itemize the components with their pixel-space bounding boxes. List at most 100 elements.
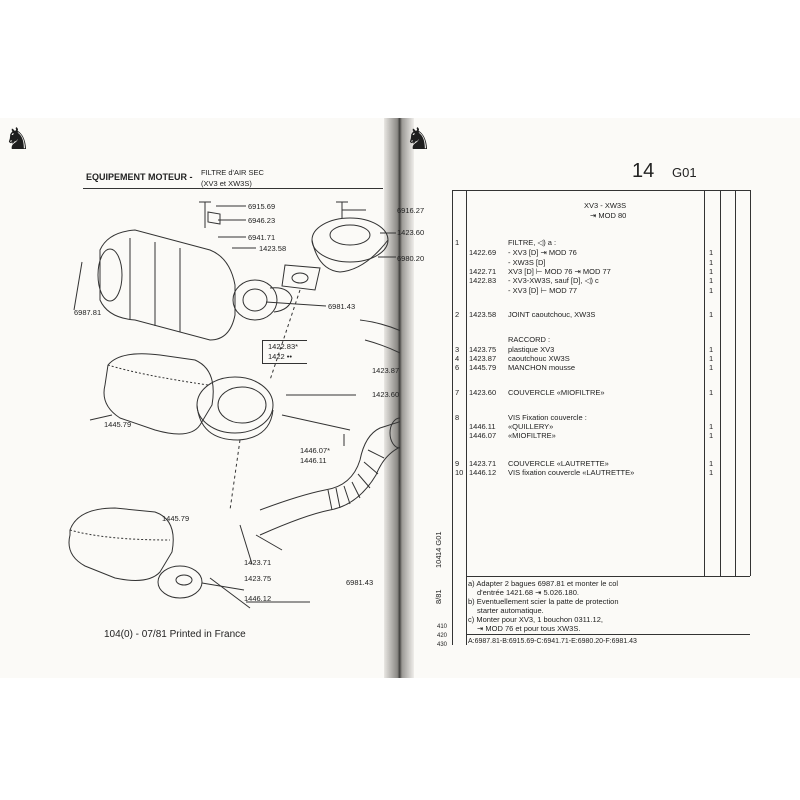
row-description: COUVERCLE «LAUTRETTE» <box>508 459 609 468</box>
column-header-2: ⇥ MOD 80 <box>590 211 627 220</box>
callout-1445-79-bottom: 1445.79 <box>162 514 190 523</box>
section-code: G01 <box>672 165 697 180</box>
table-row: 2 1423.58 JOINT caoutchouc, XW3S 1 <box>455 310 795 319</box>
right-header-rule <box>452 190 750 191</box>
row-index: 10 <box>455 468 464 477</box>
row-quantity: 1 <box>709 345 714 354</box>
row-quantity: 1 <box>709 354 714 363</box>
callout-1446-07: 1446.07* <box>300 446 331 455</box>
row-description: MANCHON mousse <box>508 363 576 372</box>
row-reference: 1422.83 <box>469 276 497 285</box>
book-gutter <box>384 118 414 678</box>
col-rule-2 <box>466 190 467 645</box>
row-quantity: 1 <box>709 431 714 440</box>
col-rule-5 <box>735 190 736 576</box>
callout-6981-43-bottom: 6981.43 <box>346 578 374 587</box>
row-reference: 1423.58 <box>469 310 497 319</box>
table-row: - XV3 [D] ⊢ MOD 77 1 <box>455 286 795 295</box>
row-description: JOINT caoutchouc, XW3S <box>508 310 596 319</box>
lion-emblem-icon: ♞ <box>4 123 31 156</box>
row-description: «MIOFILTRE» <box>508 431 556 440</box>
callout-6981-43-top: 6981.43 <box>328 302 356 311</box>
row-reference: 1423.87 <box>469 354 497 363</box>
callout-1423-75: 1423.75 <box>244 574 272 583</box>
callout-1423-87: 1423.87 <box>372 366 400 375</box>
row-quantity: 1 <box>709 422 714 431</box>
page-subtitle-1: FILTRE d'AIR SEC <box>201 168 264 177</box>
row-reference: 1422.69 <box>469 248 497 257</box>
col-rule-6 <box>750 190 751 576</box>
callout-6987-81: 6987.81 <box>74 308 102 317</box>
footnote-line: c) Monter pour XV3, 1 bouchon 0311.12, <box>468 615 603 624</box>
filter-housing <box>99 229 236 341</box>
row-description: VIS fixation couvercle «LAUTRETTE» <box>508 468 635 477</box>
table-row: 1422.69 - XV3 [D] ⇥ MOD 76 1 <box>455 248 795 257</box>
row-quantity: 1 <box>709 248 714 257</box>
row-index: 1 <box>455 238 460 247</box>
callout-bracket <box>262 340 307 364</box>
table-row: RACCORD : <box>455 335 795 344</box>
row-quantity: 1 <box>709 388 714 397</box>
callout-6941-71: 6941.71 <box>248 233 276 242</box>
row-description: «QUILLERY» <box>508 422 554 431</box>
callout-1423-71: 1423.71 <box>244 558 272 567</box>
row-quantity: 1 <box>709 258 714 267</box>
row-reference: 1445.79 <box>469 363 497 372</box>
row-description: RACCORD : <box>508 335 551 344</box>
page-title: EQUIPEMENT MOTEUR - <box>86 172 193 182</box>
table-row: 1 FILTRE, ◁) a : <box>455 238 795 247</box>
row-index: 2 <box>455 310 460 319</box>
margin-code-104: 104 <box>434 555 443 568</box>
left-page <box>0 118 392 678</box>
row-description: FILTRE, ◁) a : <box>508 238 557 247</box>
row-index: 7 <box>455 388 460 397</box>
callout-1446-11: 1446.11 <box>300 456 327 465</box>
col-rule-4 <box>720 190 721 576</box>
corrugated-hose <box>259 421 400 511</box>
row-quantity: 1 <box>709 310 714 319</box>
row-description: - XV3 [D] ⊢ MOD 77 <box>508 286 578 295</box>
callout-1423-60-top: 1423.60 <box>397 228 425 237</box>
table-row: - XW3S [D] 1 <box>455 258 795 267</box>
row-reference: 1423.71 <box>469 459 497 468</box>
foam-element-2 <box>68 507 174 581</box>
footnote-line: b) Eventuellement scier la patte de prot… <box>468 597 619 606</box>
col-rule-3 <box>704 190 705 576</box>
row-quantity: 1 <box>709 286 714 295</box>
table-row: 6 1445.79 MANCHON mousse 1 <box>455 363 795 372</box>
section-number: 14 <box>632 160 655 182</box>
row-index: 3 <box>455 345 460 354</box>
col-rule-1 <box>452 190 453 645</box>
footnote-line: ⇥ MOD 76 et pour tous XW3S. <box>477 624 581 633</box>
callout-1445-79-top: 1445.79 <box>104 420 132 429</box>
row-index: 8 <box>455 413 460 422</box>
row-index: 4 <box>455 354 460 363</box>
row-quantity: 1 <box>709 267 714 276</box>
row-description: - XW3S [D] <box>508 258 546 267</box>
row-index: 6 <box>455 363 460 372</box>
lion-emblem-icon-right: ♞ <box>405 123 432 156</box>
callout-1422: 1422 •• <box>268 352 293 361</box>
footer-code: A:6987.81-B:6915.69-C:6941.71-E:6980.20-… <box>468 638 637 645</box>
row-quantity: 1 <box>709 363 714 372</box>
margin-code-date: 8/81 <box>434 589 443 604</box>
table-row: 1446.11«QUILLERY»1 <box>455 422 795 431</box>
callout-6980-20: 6980.20 <box>397 254 425 263</box>
header-rule <box>83 188 383 189</box>
footnote-line: starter automatique. <box>477 606 544 615</box>
row-reference: 1422.71 <box>469 267 497 276</box>
housing-end <box>97 248 123 302</box>
row-reference: 1446.12 <box>469 468 497 477</box>
callout-6946-23: 6946.23 <box>248 216 276 225</box>
row-quantity: 1 <box>709 468 714 477</box>
foam-element-1 <box>103 353 214 435</box>
table-row: 1446.07«MIOFILTRE»1 <box>455 431 795 440</box>
row-description: - XV3 [D] ⇥ MOD 76 <box>508 248 577 257</box>
row-description: XV3 [D] ⊢ MOD 76 ⇥ MOD 77 <box>508 267 611 276</box>
